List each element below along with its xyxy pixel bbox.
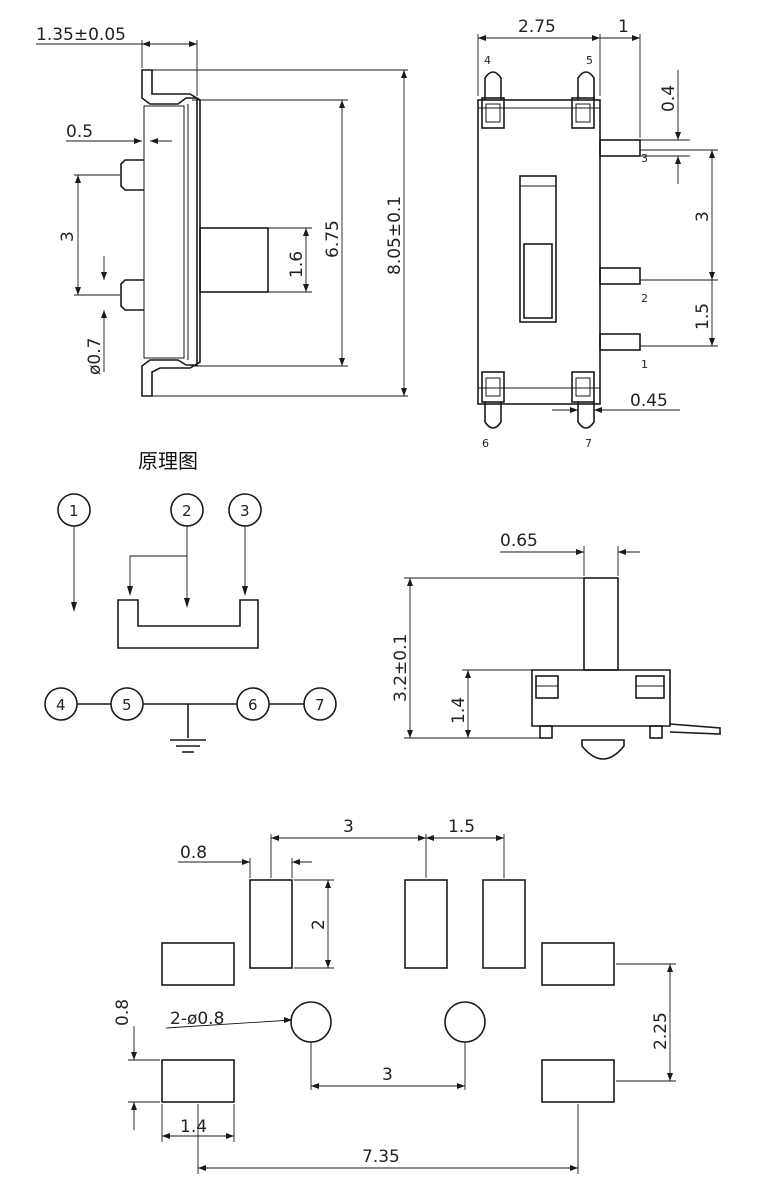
front-view: 0.65 3.2±0.1 1.4 [391, 531, 721, 760]
front-view-body [531, 669, 671, 727]
dim-total-height: 8.05±0.1 [385, 196, 405, 275]
dim-peg-width: 0.45 [630, 391, 668, 411]
dim-pad-width: 0.8 [180, 843, 207, 863]
schematic-slider [117, 599, 259, 649]
side-view-housing [141, 69, 201, 397]
top-view-lead-3 [599, 139, 641, 157]
dim-top-width: 1.35±0.05 [36, 25, 126, 45]
dim-inner-height: 6.75 [323, 220, 343, 258]
front-view-knob [583, 577, 619, 671]
dim-pad-length: 2 [309, 919, 329, 930]
side-view-pin-lower [120, 279, 144, 311]
schematic-pin-4-label: 4 [56, 696, 66, 714]
top-view-pin-label-3: 3 [641, 152, 648, 165]
top-view-tab-5 [571, 97, 595, 129]
schematic-pin-2-label: 2 [182, 502, 192, 520]
footprint: 3 1.5 0.8 2 0.8 2-ø0.8 3 [113, 817, 676, 1174]
top-view-peg-5 [577, 71, 595, 100]
dim-hole-pitch: 3 [382, 1065, 393, 1085]
ground-symbol [170, 739, 206, 753]
top-view-peg-7 [577, 402, 595, 429]
schematic-pin-7-label: 7 [315, 696, 325, 714]
side-view: 1.35±0.05 0.5 3 ø0.7 1.6 6.75 [36, 25, 408, 397]
footprint-pad-3 [482, 879, 526, 969]
footprint-pad-7 [541, 1059, 615, 1103]
top-view-body [477, 99, 601, 405]
top-view-pin-label-5: 5 [586, 54, 593, 67]
top-view-tab-4 [481, 97, 505, 129]
dim-lead-pitch: 3 [693, 211, 713, 222]
dim-corner-pad-height: 0.8 [113, 999, 133, 1026]
dim-hole-label: 2-ø0.8 [170, 1009, 224, 1029]
top-view-pin-label-2: 2 [641, 292, 648, 305]
schematic-pin-1-label: 1 [69, 502, 79, 520]
dim-front-total-height: 3.2±0.1 [391, 634, 411, 702]
dim-pad-pitch-2: 1.5 [448, 817, 475, 837]
dim-knob-width: 1.6 [287, 251, 307, 278]
footprint-hole-left [290, 1001, 332, 1043]
dim-front-knob-width: 0.65 [500, 531, 538, 551]
dim-lead-offset: 0.4 [659, 85, 679, 112]
dim-pin-offset: 0.5 [66, 122, 93, 142]
top-view-slide-knob [523, 243, 553, 319]
top-view-slide-window [519, 175, 557, 323]
side-view-body [143, 105, 185, 359]
top-view-tab-7 [571, 371, 595, 403]
top-view-pin-label-7: 7 [585, 437, 592, 450]
schematic-title: 原理图 [138, 449, 198, 473]
dim-corner-pad-width: 1.4 [180, 1117, 207, 1137]
dim-pad-pitch: 3 [343, 817, 354, 837]
dim-overall-width: 7.35 [362, 1147, 400, 1167]
schematic-pin-6-label: 6 [248, 696, 258, 714]
front-view-lead [669, 723, 721, 735]
schematic-pin-5-label: 5 [122, 696, 132, 714]
top-view-tab-6 [481, 371, 505, 403]
front-view-peg [581, 739, 625, 760]
footprint-pad-6 [161, 1059, 235, 1103]
side-view-pin-upper [120, 159, 144, 191]
top-view-pin-label-6: 6 [482, 437, 489, 450]
dim-corner-pad-pitch: 2.25 [651, 1012, 671, 1050]
side-view-knob [199, 227, 269, 293]
front-view-foot-right [649, 725, 663, 739]
top-view-pin-label-1: 1 [641, 358, 648, 371]
top-view-peg-4 [484, 71, 502, 100]
dim-lead-pitch-2: 1.5 [693, 303, 713, 330]
dim-pin-pitch: 3 [58, 231, 78, 242]
footprint-pad-4 [161, 942, 235, 986]
dim-tab-offset: 1 [618, 17, 629, 37]
front-view-foot-left [539, 725, 553, 739]
top-view-lead-2 [599, 267, 641, 285]
dim-body-width: 2.75 [518, 17, 556, 37]
top-view-pin-label-4: 4 [484, 54, 491, 67]
schematic-pin-3-label: 3 [240, 502, 250, 520]
top-view-peg-6 [484, 402, 502, 429]
dim-pin-dia: ø0.7 [85, 338, 105, 375]
schematic: 原理图 1 2 3 4 5 6 7 [44, 449, 337, 753]
top-view-lead-1 [599, 333, 641, 351]
dim-front-body-height: 1.4 [449, 697, 469, 724]
footprint-pad-5 [541, 942, 615, 986]
footprint-pad-1 [249, 879, 293, 969]
top-view: 4 5 6 7 3 2 1 2.75 1 0.4 3 1.5 [477, 17, 718, 450]
footprint-hole-right [444, 1001, 486, 1043]
footprint-pad-2 [404, 879, 448, 969]
